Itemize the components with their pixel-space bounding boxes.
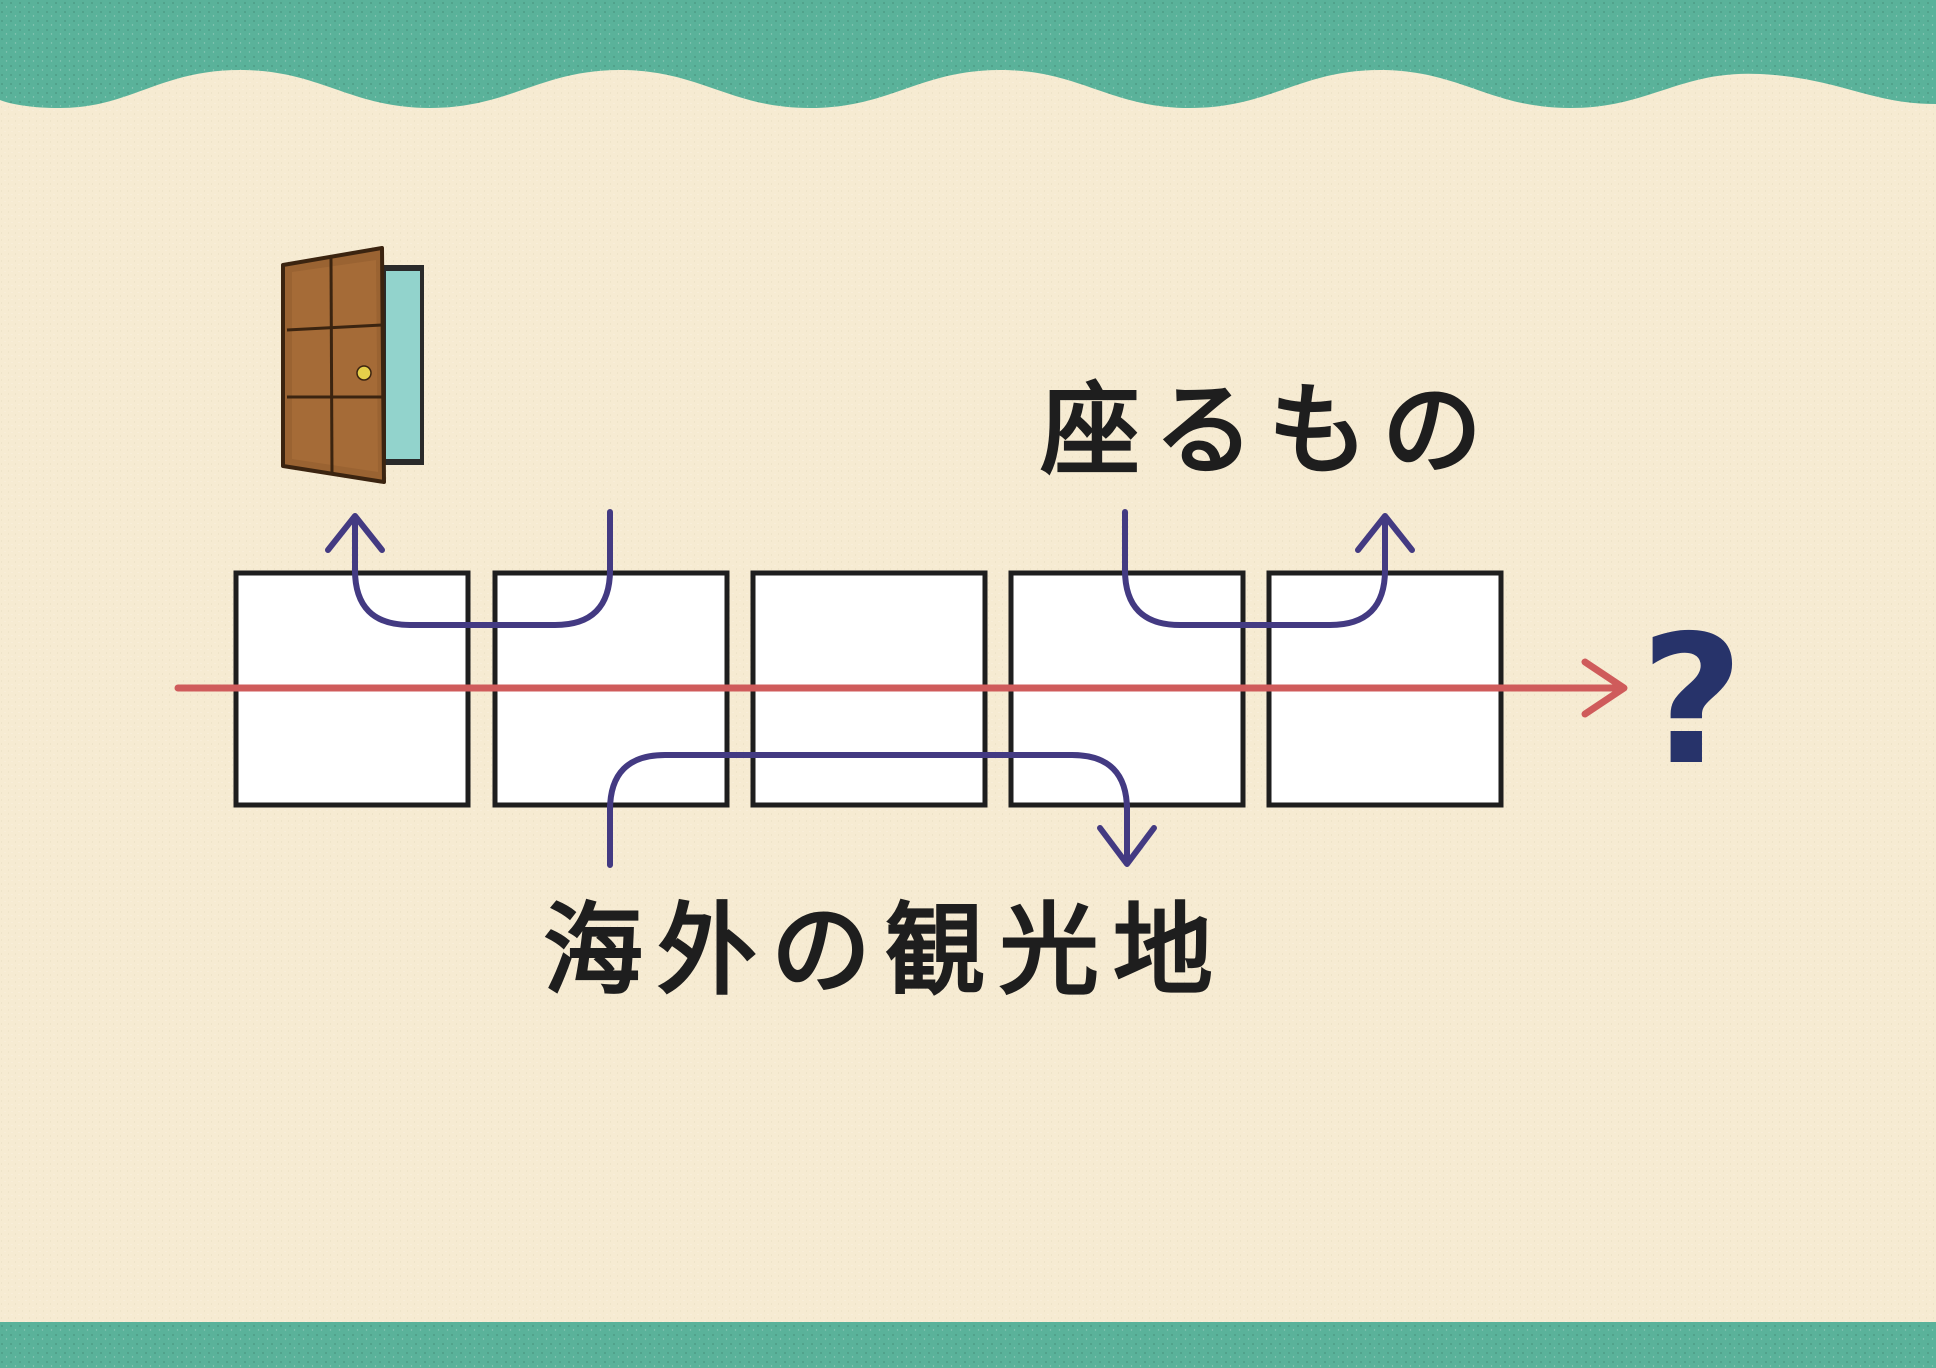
clue-route-start-arrowhead bbox=[325, 513, 385, 553]
bottom-border bbox=[0, 1322, 1936, 1368]
top-wave-border bbox=[0, 0, 1936, 108]
clue-route-tourist-spot-arrowhead bbox=[1097, 825, 1157, 867]
open-door-icon bbox=[281, 246, 424, 484]
clue-route-sitting-arrowhead bbox=[1355, 513, 1415, 553]
answer-question-mark: ? bbox=[1640, 597, 1743, 804]
main-chain-arrow bbox=[174, 658, 1628, 718]
clue-label-sitting: 座るもの bbox=[1040, 372, 1496, 489]
clue-label-tourist-spot: 海外の観光地 bbox=[543, 892, 1227, 1009]
